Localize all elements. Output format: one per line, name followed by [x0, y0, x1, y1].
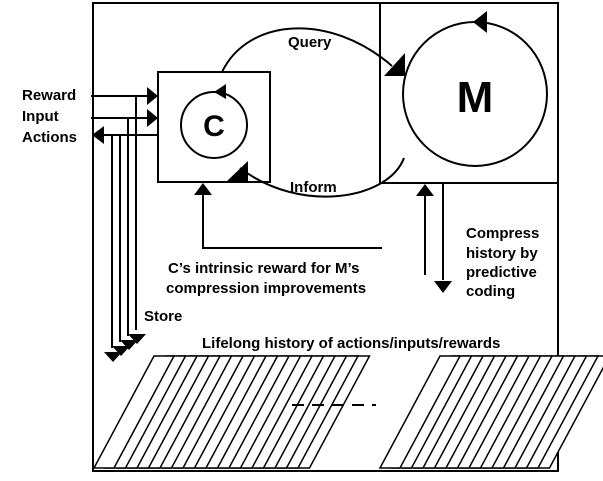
environment-io: Reward Input Actions [22, 87, 158, 146]
input-label: Input [22, 108, 59, 125]
compress-up-arrowhead-icon [416, 184, 434, 196]
m-label: M [457, 73, 494, 122]
c-label: C [203, 110, 225, 143]
query-flow: Query [222, 28, 405, 76]
c-module: C [158, 72, 270, 182]
compress-line3: predictive [466, 264, 537, 281]
lifelong-history-label: Lifelong history of actions/inputs/rewar… [202, 335, 500, 352]
input-arrowhead-icon [147, 109, 158, 127]
inform-label: Inform [290, 179, 337, 196]
history-stack-right [380, 356, 603, 468]
query-label: Query [288, 34, 332, 51]
m-module: M [380, 3, 558, 183]
intrinsic-reward-line [203, 194, 382, 248]
intrinsic-reward-line1: C’s intrinsic reward for M’s [168, 260, 359, 277]
compress-flow: Compress history by predictive coding [416, 184, 539, 300]
reward-arrowhead-icon [147, 87, 158, 105]
compress-line4: coding [466, 283, 515, 300]
actions-label: Actions [22, 129, 77, 146]
reward-label: Reward [22, 87, 76, 104]
intrinsic-reward-flow: C’s intrinsic reward for M’s compression… [166, 183, 382, 297]
intrinsic-reward-line2: compression improvements [166, 280, 366, 297]
intrinsic-reward-arrowhead-icon [194, 183, 212, 195]
compress-line1: Compress [466, 225, 539, 242]
compress-down-arrowhead-icon [434, 281, 452, 293]
store-label: Store [144, 308, 182, 325]
compress-line2: history by [466, 245, 538, 262]
history-stack-left [94, 356, 370, 468]
